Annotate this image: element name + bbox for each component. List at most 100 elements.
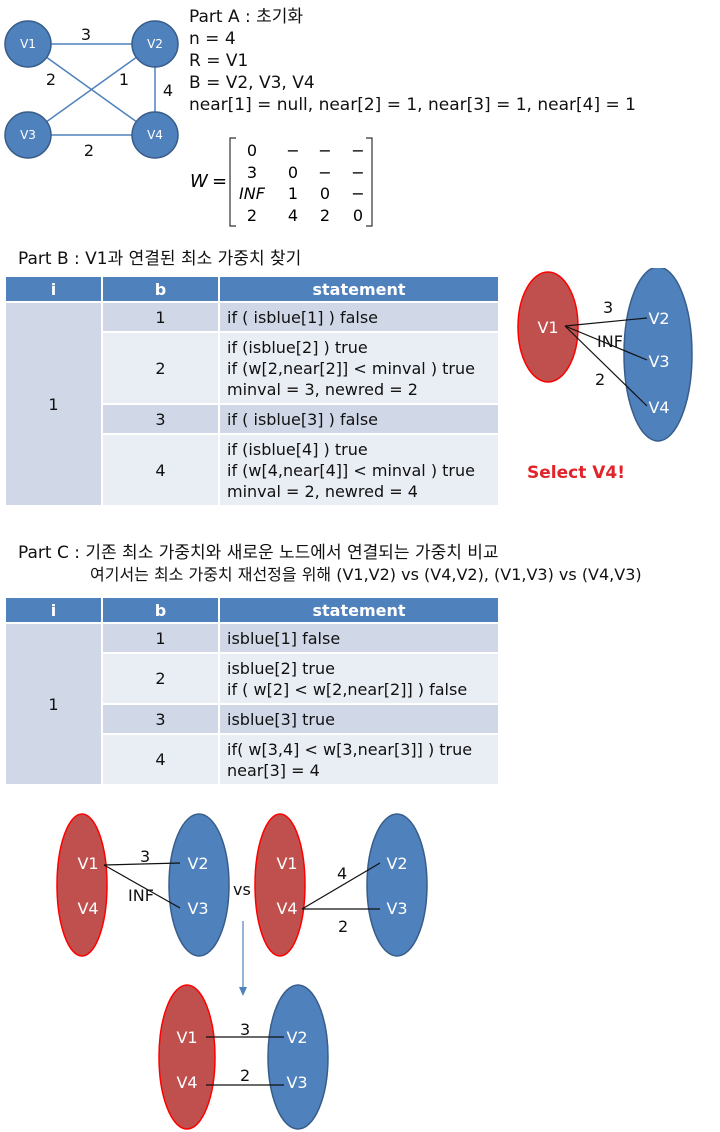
statement-line: if (w[2,near[2]] < minval ) true bbox=[227, 358, 475, 378]
matrix-name: W bbox=[190, 171, 209, 192]
b-value-cell: 2 bbox=[103, 654, 218, 703]
statement-line: if ( isblue[3] ) false bbox=[227, 409, 378, 429]
left-v3: V3 bbox=[187, 899, 208, 918]
partA-text: Part A : 초기화 n = 4 R = V1 B = V2, V3, V4… bbox=[189, 6, 636, 116]
i-value-cell: 1 bbox=[6, 624, 101, 784]
matrix-cell: 0 bbox=[247, 141, 257, 160]
edge-v1-v3 bbox=[103, 864, 181, 909]
statement-line: if ( w[2] < w[2,near[2]] ) false bbox=[227, 679, 468, 699]
statement-line: minval = 2, newred = 4 bbox=[227, 481, 418, 501]
right-red-set bbox=[254, 813, 306, 957]
blue-node-v3: V3 bbox=[648, 352, 669, 371]
partA-graph: V1 V2 V3 V4 3 2 1 4 2 bbox=[4, 20, 179, 160]
node-v1-label: V1 bbox=[20, 37, 36, 51]
b-value-cell: 4 bbox=[103, 735, 218, 784]
matrix-cell: − bbox=[286, 141, 299, 160]
left-weight-v1-v3: INF bbox=[128, 886, 154, 905]
matrix-equals: = bbox=[212, 171, 227, 192]
result-v2: V2 bbox=[286, 1028, 307, 1047]
matrix-left-bracket bbox=[229, 137, 236, 227]
partC-compare-diagram: V1 V4 V2 V3 3 INF vs V1 V4 V2 V3 4 2 bbox=[56, 813, 428, 1130]
b-value-cell: 1 bbox=[103, 303, 218, 331]
b-value-cell: 3 bbox=[103, 705, 218, 733]
left-pair: V1 V4 V2 V3 3 INF bbox=[56, 813, 230, 957]
partC-subtitle: 여기서는 최소 가중치 재선정을 위해 (V1,V2) vs (V4,V2), … bbox=[90, 565, 642, 584]
i-value-cell: 1 bbox=[6, 303, 101, 505]
statement-line: isblue[2] true bbox=[227, 658, 335, 678]
partB-diagram: V1 V2 V3 V4 3 INF 2 bbox=[517, 268, 693, 442]
node-v2-label: V2 bbox=[147, 37, 163, 51]
statement-line: isblue[3] true bbox=[227, 709, 335, 729]
edge-v1-v4 bbox=[564, 325, 648, 407]
partA-title: Part A : 초기화 bbox=[189, 7, 304, 27]
right-blue-set bbox=[366, 813, 428, 957]
right-v3: V3 bbox=[386, 899, 407, 918]
blue-node-v2: V2 bbox=[648, 309, 669, 328]
result-v1: V1 bbox=[176, 1028, 197, 1047]
right-weight-v4-v2: 4 bbox=[337, 864, 347, 883]
left-blue-set bbox=[168, 813, 230, 957]
matrix-right-bracket bbox=[366, 137, 373, 227]
red-node-v1: V1 bbox=[537, 318, 558, 337]
column-header-statement: statement bbox=[220, 277, 498, 301]
matrix-cell: − bbox=[318, 163, 331, 182]
node-v4-label: V4 bbox=[147, 128, 163, 142]
result-red-set bbox=[158, 984, 216, 1130]
node-v3-label: V3 bbox=[20, 128, 36, 142]
weight-v1-v4: 2 bbox=[595, 370, 605, 389]
matrix-cell: 2 bbox=[320, 206, 330, 225]
vs-label: vs bbox=[233, 880, 251, 899]
edge-v2-v4-weight: 4 bbox=[163, 81, 173, 100]
statement-line: near[3] = 4 bbox=[227, 760, 320, 780]
statement-line: minval = 3, newred = 2 bbox=[227, 379, 418, 399]
blue-set bbox=[623, 268, 693, 442]
red-set bbox=[517, 271, 579, 383]
down-arrow-head bbox=[239, 987, 247, 996]
column-header-i: i bbox=[6, 598, 101, 622]
b-value-cell: 4 bbox=[103, 435, 218, 505]
edge-v2-v3-weight: 1 bbox=[119, 70, 129, 89]
edge-v2-v3 bbox=[27, 43, 156, 136]
right-weight-v4-v3: 2 bbox=[338, 917, 348, 936]
matrix-cell: − bbox=[318, 141, 331, 160]
matrix-cell: 3 bbox=[247, 163, 257, 182]
matrix-cell: 0 bbox=[353, 206, 363, 225]
column-header-i: i bbox=[6, 277, 101, 301]
b-value-cell: 2 bbox=[103, 333, 218, 403]
b-value-cell: 1 bbox=[103, 624, 218, 652]
edge-v3-v4-weight: 2 bbox=[84, 141, 94, 160]
partA-line-b: B = V2, V3, V4 bbox=[189, 73, 315, 93]
node-v4 bbox=[131, 111, 179, 159]
column-header-b: b bbox=[103, 277, 218, 301]
result-v4: V4 bbox=[176, 1073, 197, 1092]
blue-node-v4: V4 bbox=[648, 398, 669, 417]
edge-v4-v2 bbox=[301, 862, 381, 910]
matrix-cell: 2 bbox=[247, 206, 257, 225]
statement-line: if ( isblue[1] ) false bbox=[227, 307, 378, 327]
result-weight-v4-v3: 2 bbox=[240, 1066, 250, 1085]
edge-v1-v4-weight: 2 bbox=[46, 70, 56, 89]
matrix-cell: − bbox=[351, 184, 364, 203]
edge-v1-v2 bbox=[564, 317, 648, 327]
node-v2 bbox=[131, 20, 179, 68]
select-note: Select V4! bbox=[527, 463, 625, 483]
result-pair: V1 V4 V2 V3 3 2 bbox=[158, 984, 329, 1130]
statement-cell: isblue[3] true bbox=[220, 705, 498, 733]
result-weight-v1-v2: 3 bbox=[240, 1020, 250, 1039]
statement-line: if (isblue[2] ) true bbox=[227, 337, 368, 357]
partA-line-near: near[1] = null, near[2] = 1, near[3] = 1… bbox=[189, 95, 636, 115]
result-v3: V3 bbox=[286, 1073, 307, 1092]
matrix-cell: − bbox=[351, 163, 364, 182]
weight-v1-v2: 3 bbox=[603, 298, 613, 317]
